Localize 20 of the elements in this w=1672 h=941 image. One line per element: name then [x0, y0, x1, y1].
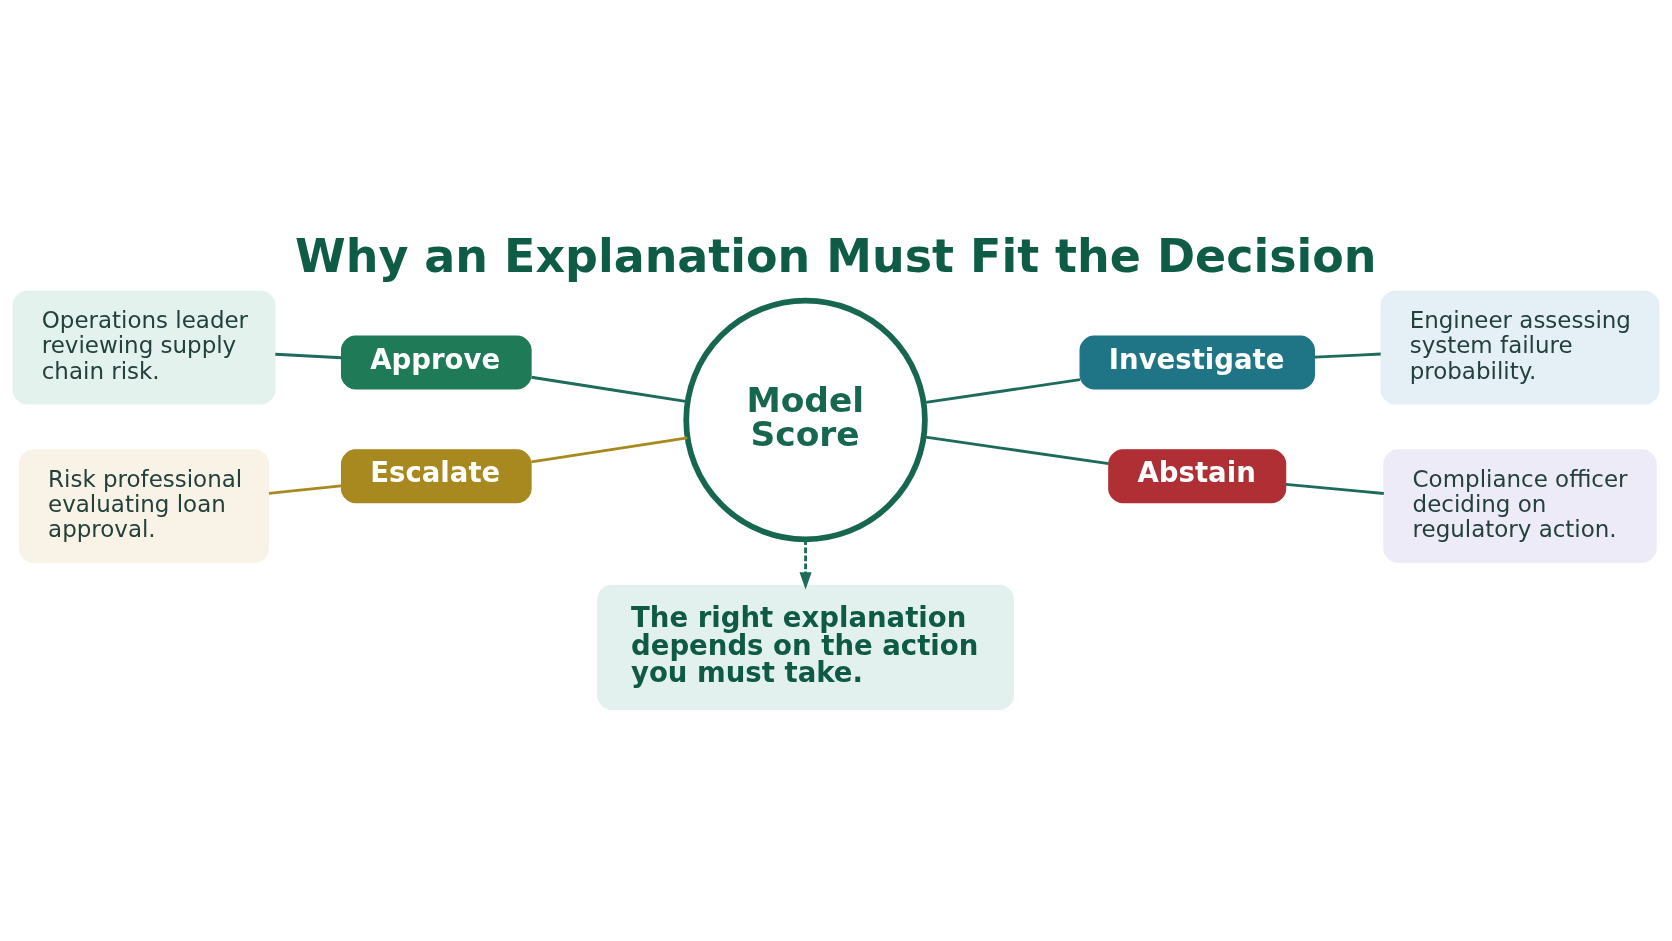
- diagram-title: Why an Explanation Must Fit the Decision: [295, 228, 1377, 283]
- connector: [268, 484, 342, 495]
- node-box: Risk professional evaluating loan approval.: [18, 449, 270, 563]
- connector: [531, 375, 688, 404]
- connector: [1285, 482, 1384, 495]
- connector: [275, 352, 342, 360]
- node-box: Investigate: [1079, 335, 1315, 390]
- node-box: Escalate: [340, 449, 532, 504]
- connector: [531, 436, 688, 464]
- node-box: Compliance officer deciding on regulatory action.: [1383, 449, 1657, 563]
- connector: [923, 378, 1081, 405]
- node-box: The right explanation depends on the action you must take.: [597, 584, 1015, 710]
- arrow: [799, 539, 812, 590]
- node-box: Engineer assessing system failure probability.: [1380, 290, 1660, 405]
- connector: [1314, 352, 1381, 359]
- node-box: Abstain: [1108, 449, 1287, 504]
- connector: [923, 435, 1109, 466]
- node-circle: Model Score: [683, 297, 928, 543]
- node-box: Approve: [340, 335, 532, 390]
- node-box: Operations leader reviewing supply chain risk.: [12, 290, 276, 405]
